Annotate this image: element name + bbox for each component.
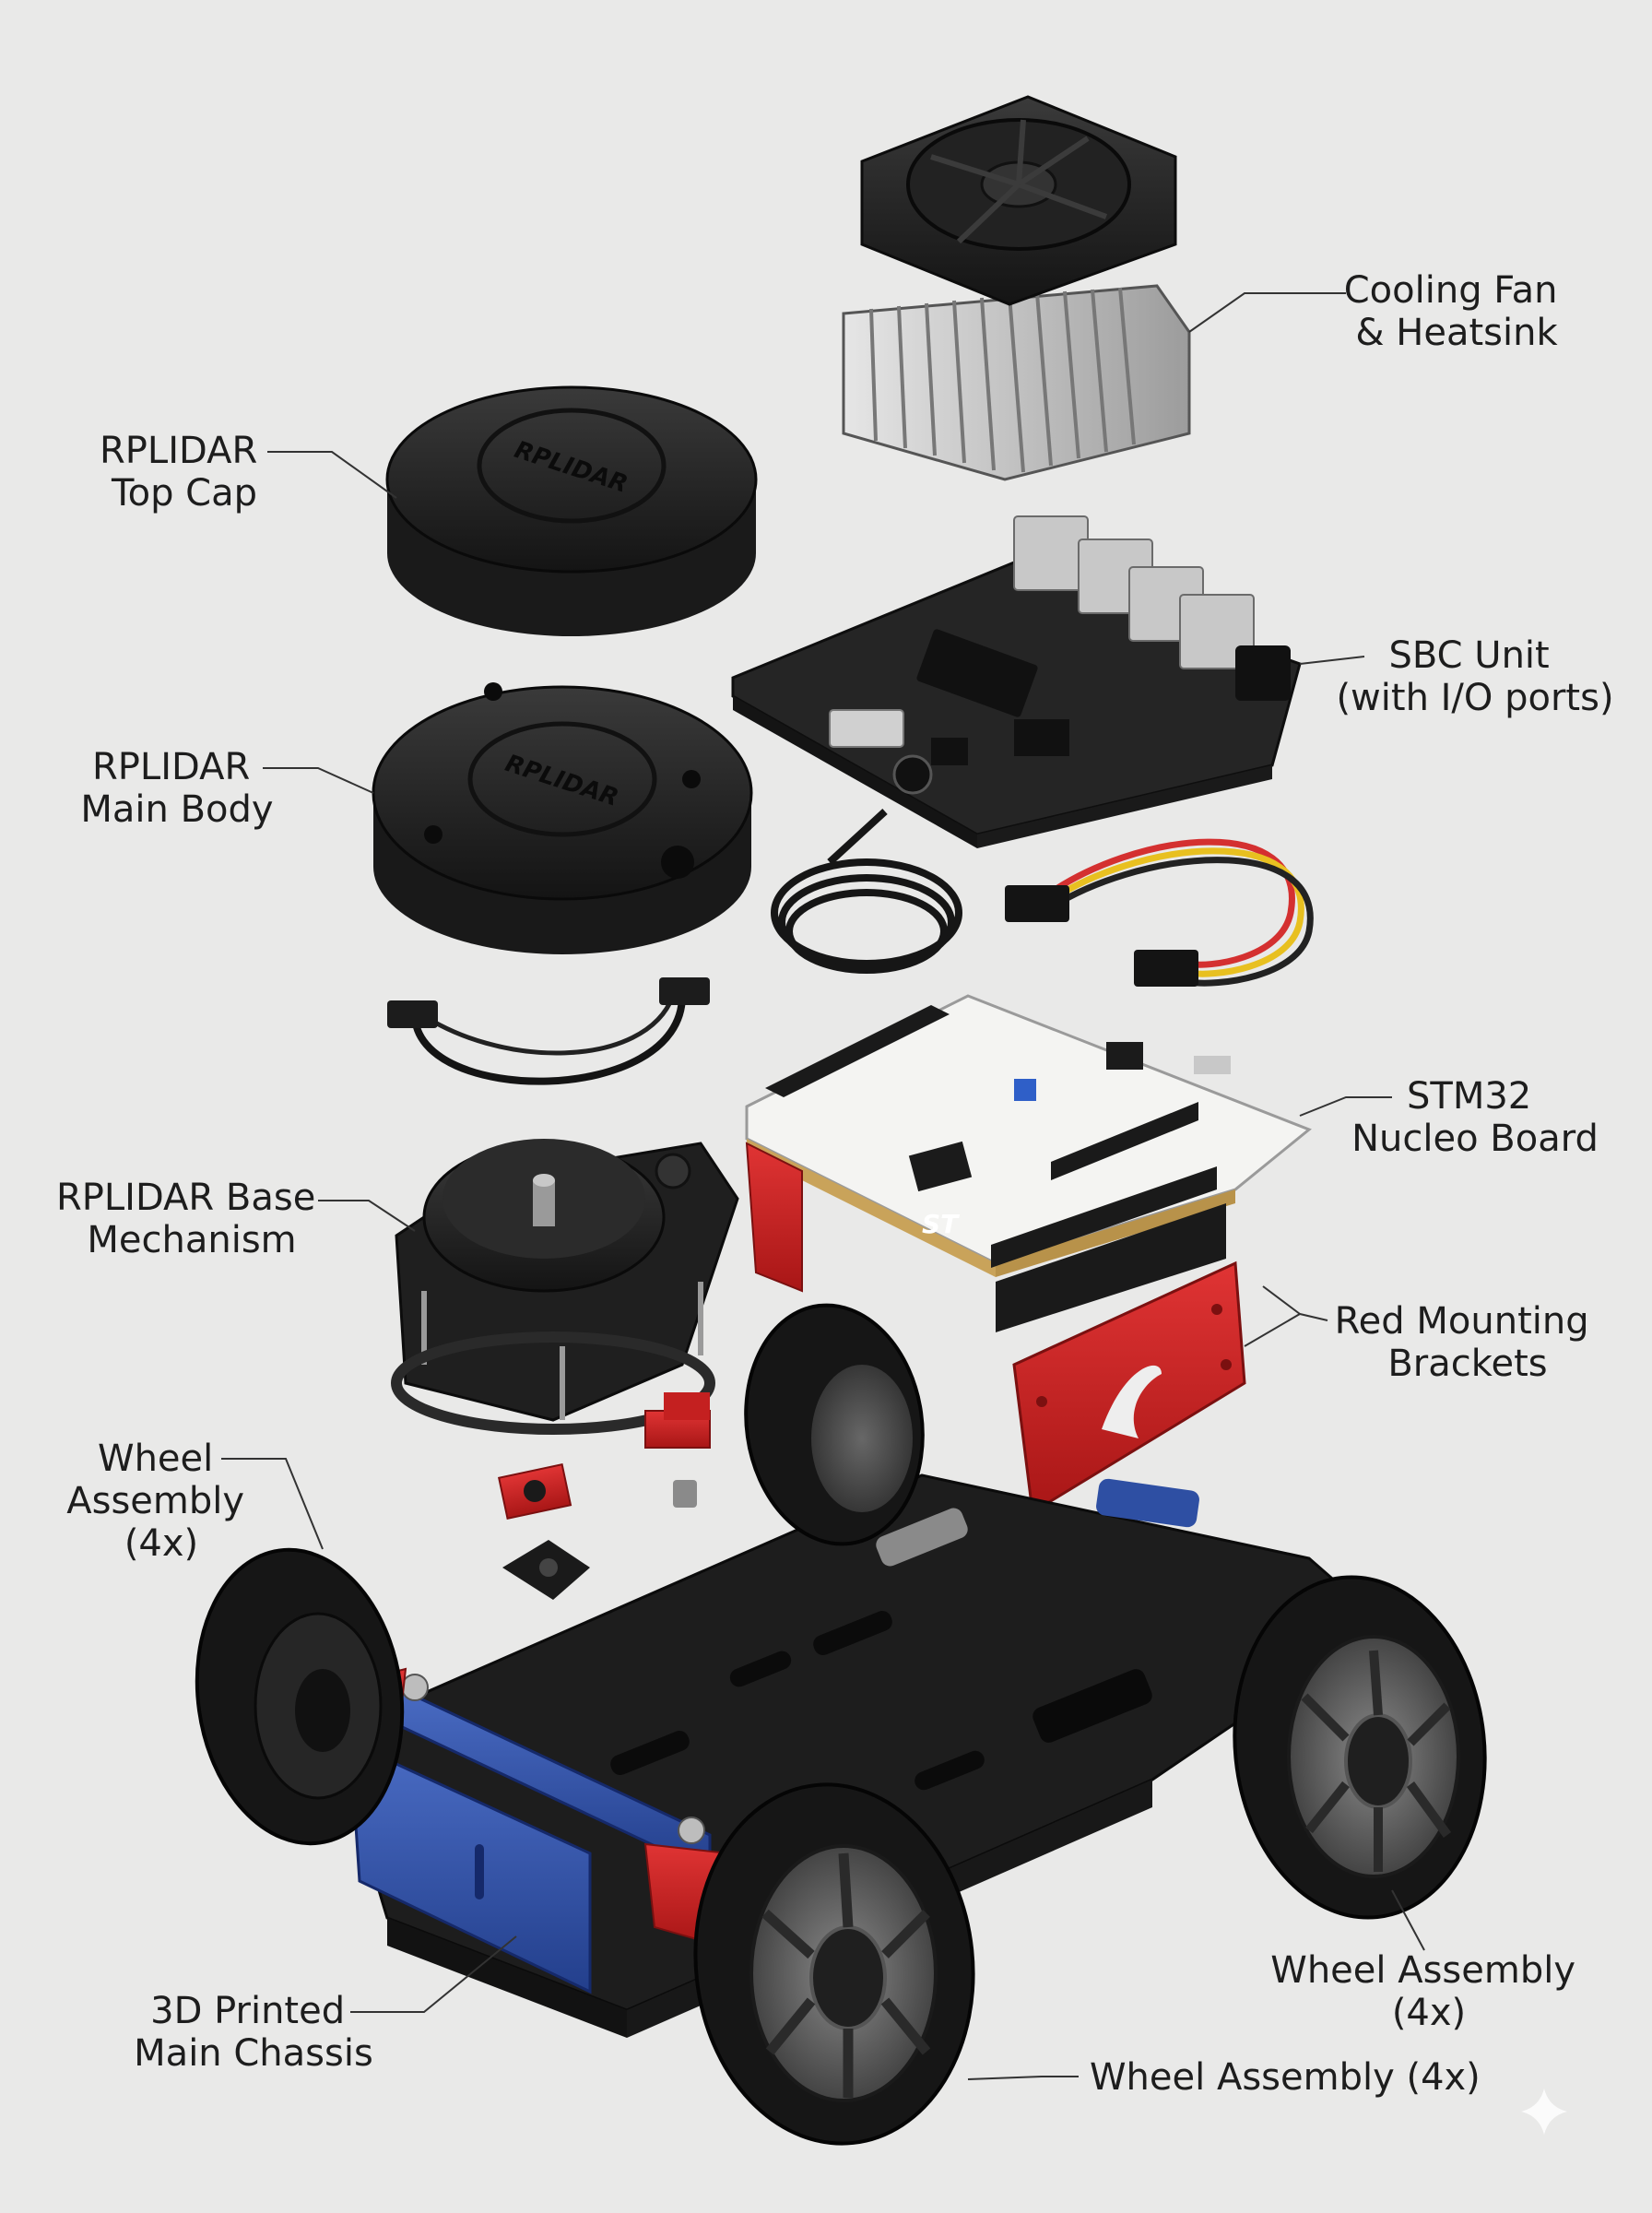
label-wheel-bottom: Wheel Assembly (4x) [1090,2056,1481,2099]
label-wheel-right: Wheel Assembly (4x) [1270,1949,1587,2034]
leader-line-base [318,1200,416,1232]
label-red-brackets: Red Mounting Brackets [1335,1300,1601,1385]
label-stm32-board: STM32 Nucleo Board [1351,1075,1599,1160]
chassis-slots [610,1610,1152,1791]
label-cooling-fan: Cooling Fan & Heatsink [1344,269,1569,354]
leader-line-wheel-right [1391,1889,1425,1951]
leader-line-wheel-bottom [967,2076,1079,2080]
label-rplidar-top-cap: RPLIDAR Top Cap [100,430,269,515]
leader-line-main-body [263,767,374,794]
leader-line-top-cap [267,451,397,499]
leader-line-sbc [1299,656,1365,665]
label-chassis: 3D Printed Main Chassis [134,1990,373,2075]
heatsink [842,284,1191,481]
leader-line-cooling-fan [1188,292,1346,333]
stm32-header-pins [765,1005,1226,1332]
sbc-unit [731,515,1302,848]
leader-line-brackets-2 [1262,1285,1301,1315]
leader-line-brackets [1244,1312,1328,1347]
label-sbc-unit: SBC Unit (with I/O ports) [1336,634,1613,719]
cooling-fan [860,95,1177,306]
svg-text:ST: ST [922,1209,960,1239]
lidar-data-cable [387,977,710,1085]
coiled-usb-cable [771,809,962,974]
leader-line-stm32 [1299,1096,1392,1117]
label-rplidar-main-body: RPLIDAR Main Body [80,746,273,831]
rplidar-base-mechanism [391,1139,739,1435]
sbc-io-ports [1013,515,1255,669]
rplidar-main-body: RPLIDAR [372,682,753,954]
wheel-front [693,1782,975,2146]
rplidar-top-cap: RPLIDAR [385,385,758,636]
wheel-right [1233,1575,1487,1920]
label-rplidar-base: RPLIDAR Base Mechanism [56,1177,327,1261]
leader-line-chassis [350,1935,517,2013]
wheel-back-center [744,1303,925,1546]
power-cable [1005,838,1314,987]
label-wheel-left: Wheel Assembly (4x) [66,1438,256,1565]
sparkle-icon [1521,2089,1567,2135]
red-mounting-bracket [1012,1260,1246,1515]
wheel-left [195,1547,405,1846]
spacer-parts [498,1392,711,1600]
leader-line-wheel-left [221,1458,324,1550]
